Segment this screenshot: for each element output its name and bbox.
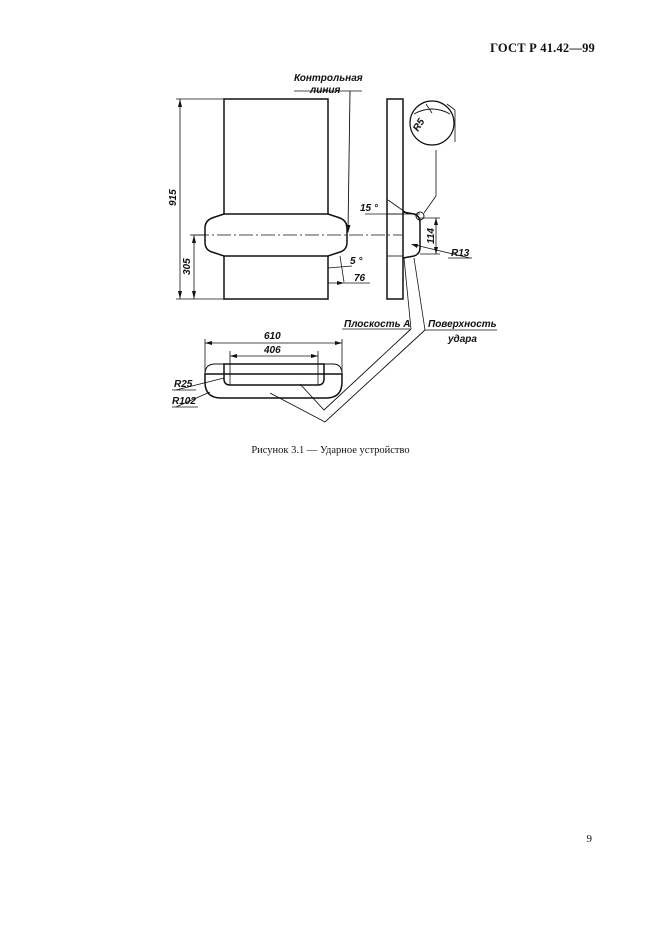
leader-impact-surface (269, 329, 426, 423)
dim-r13: R13 (451, 248, 470, 259)
dim-305: 305 (182, 258, 193, 275)
leader-plane-a (299, 328, 412, 411)
control-line-leader (347, 90, 351, 233)
front-view-body (223, 98, 329, 300)
dim-406: 406 (263, 345, 281, 356)
dim-15-degree: 15 ° (360, 203, 379, 214)
detail-marker-circle (415, 211, 425, 221)
label-control-line-1: Контрольная (294, 73, 363, 84)
dim-r25: R25 (174, 379, 193, 390)
page-number: 9 (586, 833, 593, 845)
plan-view-outline (204, 373, 343, 399)
dim-610: 610 (264, 331, 281, 342)
label-impact-surface-1: Поверхность (428, 319, 497, 330)
label-impact-surface-2: удара (447, 334, 477, 345)
dim-5-degree: 5 ° (350, 256, 363, 267)
dim-915: 915 (168, 189, 179, 206)
dim-r5: R5 (411, 117, 427, 134)
detail-enlarged-circle (409, 100, 455, 146)
figure-caption: Рисунок 3.1 — Ударное устройство (251, 445, 410, 456)
dim-r102: R102 (172, 396, 196, 407)
label-plane-a: Плоскость А (344, 319, 411, 330)
document-header: ГОСТ Р 41.42—99 (490, 41, 595, 55)
dim-76: 76 (354, 273, 366, 284)
side-view-body (386, 98, 404, 300)
dim-114: 114 (426, 228, 437, 244)
label-control-line-2: линия (309, 85, 340, 96)
front-view-bumper-band (204, 213, 348, 257)
